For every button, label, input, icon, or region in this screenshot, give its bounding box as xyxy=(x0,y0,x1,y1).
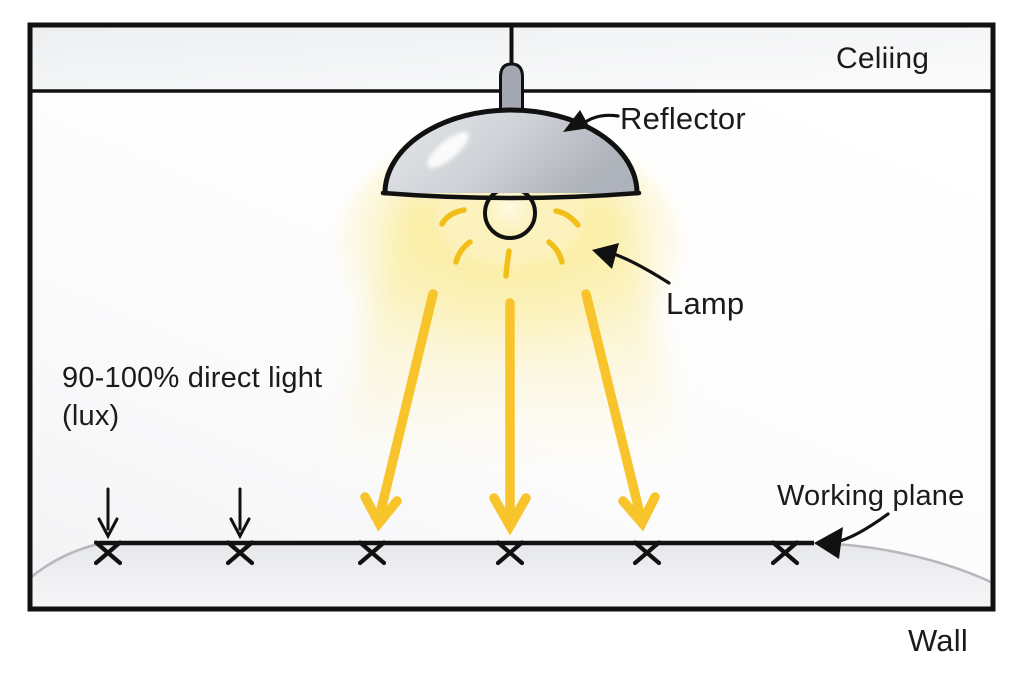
light-ray-right xyxy=(581,289,644,515)
reflector-dome xyxy=(380,107,642,201)
wall-label: Wall xyxy=(908,623,968,658)
working-plane-label: Working plane xyxy=(777,480,965,512)
lamp-label: Lamp xyxy=(666,286,745,321)
light-ray-middle-head-icon xyxy=(489,493,531,536)
radiance-dash-icon xyxy=(453,239,473,265)
lamp-bulb xyxy=(483,186,537,240)
radiance-dash-icon xyxy=(439,207,467,227)
reference-down-arrows xyxy=(97,487,251,540)
direct-light-label-line2: (lux) xyxy=(62,400,120,432)
lamp-socket xyxy=(499,62,524,116)
x-mark xyxy=(770,540,800,566)
down-arrow-head-icon xyxy=(229,517,251,540)
reflector-highlight xyxy=(427,131,469,169)
x-mark xyxy=(93,540,123,566)
radiance-dash-icon xyxy=(546,239,565,265)
lamp-pointer-arrow xyxy=(612,252,671,285)
reflector-pointer-head-icon xyxy=(563,110,590,132)
label-pointer-arrows xyxy=(563,110,890,559)
lamp-radiance-dashes xyxy=(439,207,581,279)
x-mark xyxy=(495,540,525,566)
radiance-dash-icon xyxy=(553,208,581,228)
working-plane-pointer-head-icon xyxy=(814,527,843,559)
direct-light-label-line1: 90-100% direct light xyxy=(62,362,323,394)
room-frame xyxy=(27,22,996,612)
measurement-x-marks xyxy=(93,540,800,566)
down-arrow-head-icon xyxy=(97,517,119,540)
lamp-pointer-head-icon xyxy=(592,243,619,269)
reflector-label: Reflector xyxy=(620,101,746,136)
reflector-pointer-arrow xyxy=(582,113,620,125)
radiance-dash-icon xyxy=(503,248,512,279)
x-mark xyxy=(632,540,662,566)
reflector-rim xyxy=(380,190,642,201)
x-mark xyxy=(357,540,387,566)
direct-light-rays xyxy=(360,289,660,536)
ceiling-label: Celiing xyxy=(836,42,930,75)
direct-light-label: 90-100% direct light (lux) xyxy=(62,359,322,435)
light-ray-left-head-icon xyxy=(360,492,402,532)
x-mark xyxy=(225,540,255,566)
light-ray-right-head-icon xyxy=(618,492,660,532)
light-ray-left xyxy=(376,289,438,515)
